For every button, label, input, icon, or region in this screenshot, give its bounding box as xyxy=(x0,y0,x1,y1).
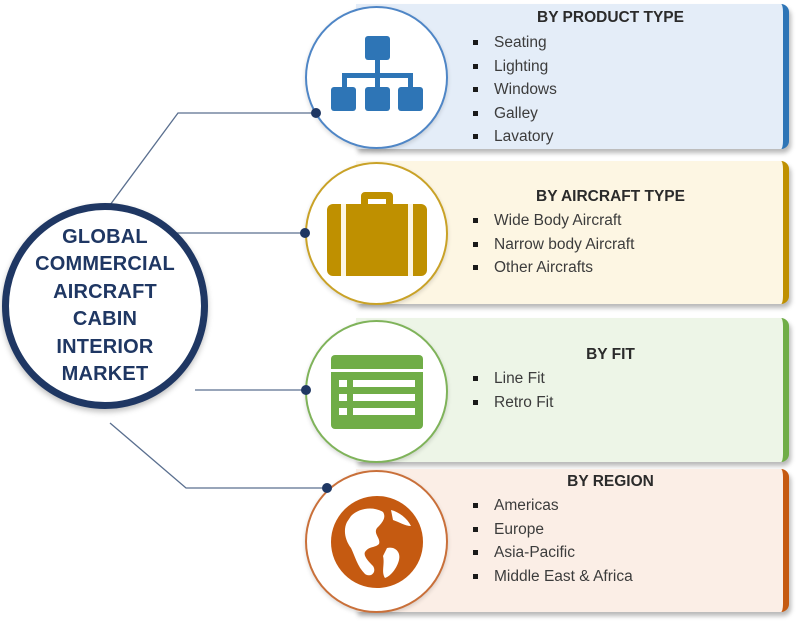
list-item: Seating xyxy=(471,31,557,55)
briefcase-icon xyxy=(326,191,427,276)
globe-icon xyxy=(330,495,423,588)
list-item: Wide Body Aircraft xyxy=(471,209,634,233)
segment-list: Americas Europe Asia-Pacific Middle East… xyxy=(471,494,633,588)
hierarchy-icon xyxy=(330,35,423,111)
hub-title: GLOBAL COMMERCIAL AIRCRAFT CABIN INTERIO… xyxy=(35,225,175,386)
icon-circle-aircraft-type xyxy=(305,162,448,305)
list-item: Narrow body Aircraft xyxy=(471,233,634,257)
segment-list: Line Fit Retro Fit xyxy=(471,367,553,414)
central-hub: GLOBAL COMMERCIAL AIRCRAFT CABIN INTERIO… xyxy=(2,203,208,409)
connector-dot xyxy=(301,385,311,395)
segment-title: BY REGION xyxy=(567,473,654,490)
list-window-icon xyxy=(330,354,423,429)
list-item: Line Fit xyxy=(471,367,553,391)
segment-title: BY AIRCRAFT TYPE xyxy=(536,188,685,205)
connector-dot xyxy=(300,228,310,238)
segment-title: BY PRODUCT TYPE xyxy=(537,9,684,26)
segment-list: Wide Body Aircraft Narrow body Aircraft … xyxy=(471,209,634,280)
icon-circle-product-type xyxy=(305,6,448,149)
list-item: Lavatory xyxy=(471,125,557,149)
list-item: Lighting xyxy=(471,55,557,79)
segment-title: BY FIT xyxy=(586,346,635,363)
segment-list: Seating Lighting Windows Galley Lavatory xyxy=(471,31,557,149)
list-item: Other Aircrafts xyxy=(471,256,634,280)
list-item: Windows xyxy=(471,78,557,102)
connector-dot xyxy=(322,483,332,493)
icon-circle-fit xyxy=(305,320,448,463)
list-item: Europe xyxy=(471,518,633,542)
list-item: Galley xyxy=(471,102,557,126)
list-item: Americas xyxy=(471,494,633,518)
icon-circle-region xyxy=(305,470,448,613)
list-item: Middle East & Africa xyxy=(471,565,633,589)
list-item: Asia-Pacific xyxy=(471,541,633,565)
list-item: Retro Fit xyxy=(471,391,553,415)
connector-dot xyxy=(311,108,321,118)
